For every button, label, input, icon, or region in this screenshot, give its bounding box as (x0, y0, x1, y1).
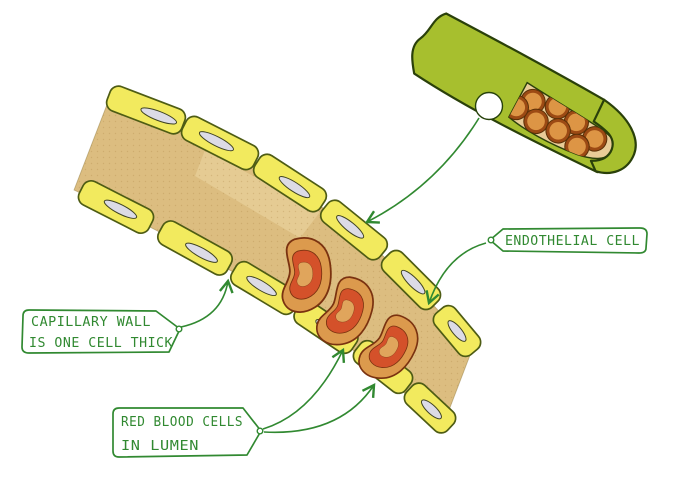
annotation-arrows (180, 117, 487, 434)
endothelial-cell (432, 304, 482, 358)
top-wall (105, 85, 482, 358)
capillary-tube-3d (411, 12, 637, 175)
endothelial-cell (403, 382, 457, 434)
endothelial-cell (319, 199, 389, 261)
label-endothelial-cell: ENDOTHELIAL CELL (487, 227, 648, 254)
bottom-wall (77, 179, 457, 434)
tube-rbc (545, 118, 571, 144)
label-red-blood-cells: RED BLOOD CELLS IN LUMEN (112, 407, 264, 458)
label-anchor-dot (175, 325, 183, 333)
rbc-arrow-2 (263, 385, 374, 434)
endothelial-cell (77, 179, 155, 235)
tube-to-section-arrow (367, 117, 480, 222)
endothelial-cell (156, 220, 234, 276)
capillary-section (73, 85, 482, 434)
tube-end-rim (589, 98, 637, 175)
label-box (112, 407, 262, 458)
endothelial-cell (180, 115, 260, 171)
label-anchor-dot (256, 427, 264, 435)
label-text-red-blood-cells-line2: IN LUMEN (121, 439, 199, 454)
rbc-arrow-1 (262, 350, 343, 430)
endothelial-cell (105, 85, 187, 135)
magnifier-circle (474, 91, 504, 121)
label-anchor-dot (487, 236, 495, 244)
label-capillary-wall: CAPILLARY WALL IS ONE CELL THICK (21, 309, 183, 354)
label-box (489, 227, 648, 254)
label-box (21, 309, 181, 354)
capillary-wall-arrow (180, 281, 228, 328)
endothelial-cell (252, 153, 328, 213)
tube-red-blood-cells (507, 88, 608, 160)
label-text-capillary-wall-line1: CAPILLARY WALL (31, 315, 151, 330)
endothelial-cell-arrow (429, 242, 487, 303)
label-text-capillary-wall-line2: IS ONE CELL THICK (29, 336, 173, 351)
label-text-red-blood-cells-line1: RED BLOOD CELLS (121, 415, 243, 430)
label-text-endothelial-cell: ENDOTHELIAL CELL (505, 234, 640, 249)
